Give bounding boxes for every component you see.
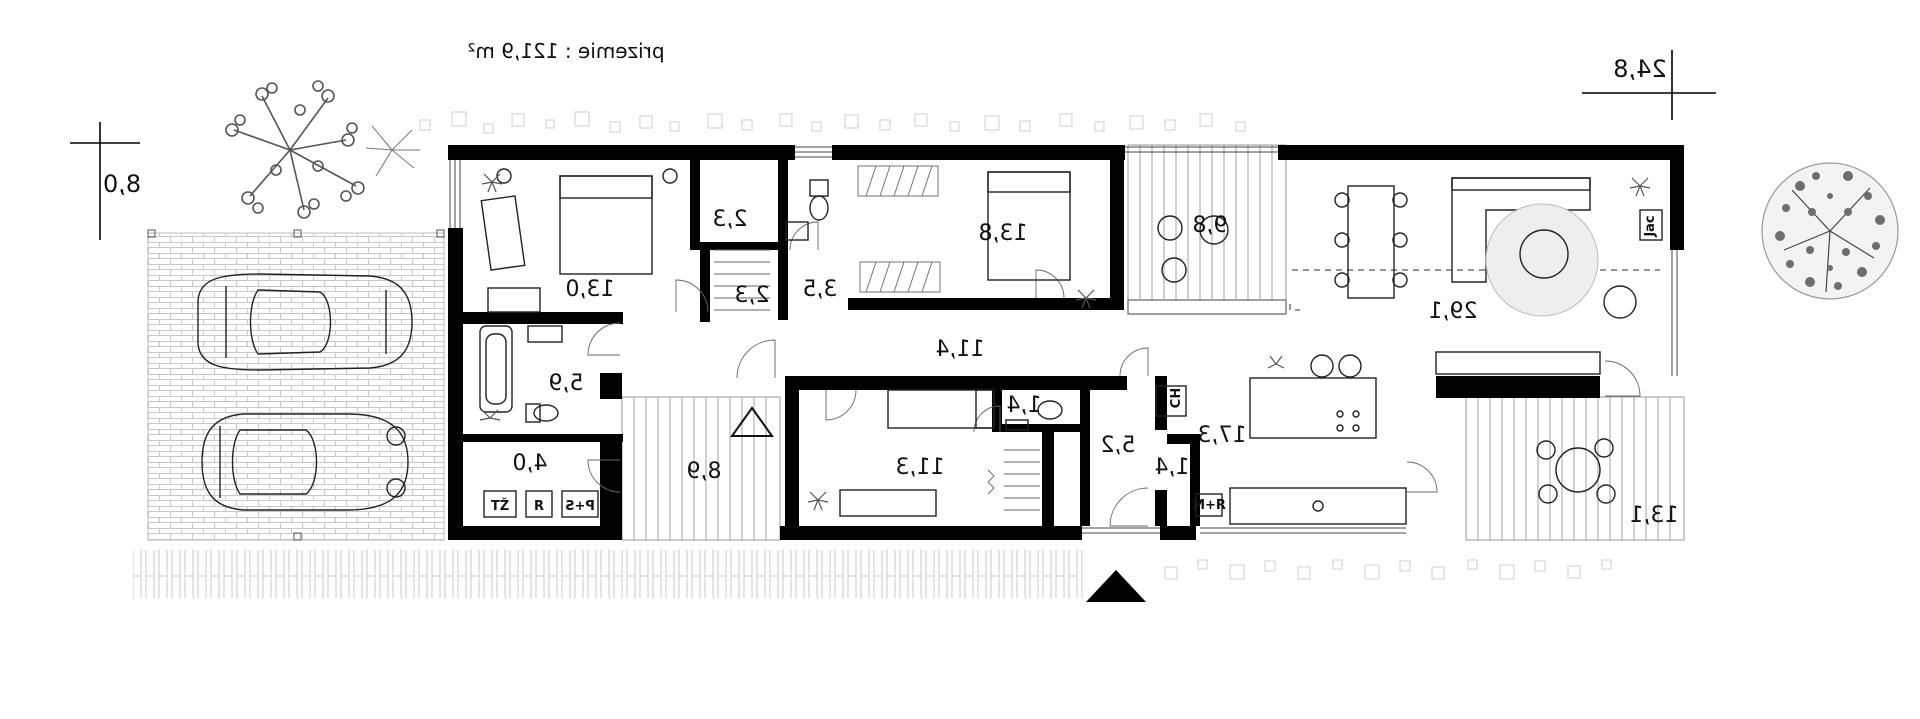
terrace-glazing-line [1289, 304, 1300, 311]
dining-chairs [1334, 192, 1408, 288]
terrace-deck-top [1127, 144, 1287, 315]
room-area-bath-top: 3,5 [803, 277, 838, 302]
room-area-bedroom-1: 13,0 [566, 277, 615, 302]
r-box [525, 490, 553, 518]
tz-box [483, 490, 517, 518]
mr-cabinet [1195, 493, 1223, 517]
lamp-icon [496, 168, 512, 184]
dimension-marker-depth [70, 122, 140, 240]
room-area-terrace-top: 9,8 [1193, 213, 1228, 238]
wardrobe-bedroom-2 [857, 165, 941, 293]
room-area-wc-top: 2,3 [713, 207, 748, 232]
kitchen-tall-unit [1435, 351, 1601, 375]
living-rug [1485, 203, 1599, 317]
room-area-bedroom-2: 13,8 [979, 221, 1028, 246]
radiator-bedroom-3 [987, 469, 995, 495]
bed-bedroom-3 [887, 389, 995, 429]
driveway-post [436, 229, 445, 238]
plan-title: prizemie : 121,9 m² [467, 39, 664, 63]
lamp-icon [662, 168, 678, 184]
room-area-living: 29,1 [1429, 299, 1478, 324]
room-area-storage-top: 2,3 [735, 283, 770, 308]
dimension-marker-width [1582, 50, 1716, 120]
car-bottom [201, 413, 409, 511]
room-area-terrace-bottom-left: 8,9 [687, 459, 722, 484]
toilet-top [809, 179, 829, 221]
paved-driveway [147, 232, 445, 541]
terrace-table [1536, 438, 1616, 504]
ch-cabinet [1155, 385, 1187, 417]
room-area-bedroom-3: 11,3 [896, 455, 945, 480]
room-area-utility: 4,0 [513, 451, 548, 476]
rug-bedroom-1 [480, 195, 526, 271]
stairs-hall [1004, 449, 1040, 511]
sofa [1451, 177, 1591, 283]
terrace-deck-bottom-left [621, 396, 781, 541]
dimension-width-label: 24,8 [1613, 55, 1666, 83]
windows [449, 146, 1678, 534]
tree-right [1761, 162, 1899, 300]
gravel-border-bottom [1164, 559, 1612, 580]
stairs-storage [714, 249, 770, 311]
ch-label: CH [1169, 388, 1184, 408]
driveway-post [293, 532, 302, 541]
desk-bedroom-1 [487, 287, 541, 313]
kitchen-island [1249, 377, 1377, 439]
cooktop-icon [1336, 410, 1360, 432]
kitchen-sink-icon [1312, 500, 1324, 512]
walls [448, 145, 1684, 540]
car-top [197, 273, 413, 371]
terrace-top-furniture [1157, 215, 1229, 283]
room-area-corridor: 11,4 [936, 337, 985, 362]
driveway-post [293, 229, 302, 238]
ps-label: P+S [565, 499, 595, 514]
front-fence [133, 550, 1083, 598]
room-area-kitchen: 17,3 [1198, 423, 1247, 448]
room-area-hall: 5,2 [1101, 433, 1136, 458]
jac-label: Jac [1643, 215, 1658, 237]
plant-icon [479, 173, 1651, 511]
room-area-wc-bottom: 1,4 [1007, 393, 1042, 418]
tree-left [225, 80, 365, 219]
desk-bedroom-3 [839, 489, 937, 517]
entrance-arrow-icon [1086, 570, 1146, 602]
sink-top [785, 221, 809, 241]
room-area-terrace-bottom-right: 13,1 [1630, 503, 1679, 528]
room-area-pantry: 1,4 [1155, 455, 1190, 480]
ps-box [561, 490, 599, 518]
gravel-border-top [419, 111, 1246, 134]
kitchen-counter [1229, 487, 1407, 525]
tz-label: TŽ [491, 498, 509, 514]
dimension-depth-label: 8,0 [103, 170, 141, 198]
door-swings [587, 221, 1641, 527]
wc-bottom-fixtures [1005, 400, 1063, 431]
bed-bedroom-1 [559, 175, 653, 275]
bed-bedroom-2 [987, 171, 1071, 281]
coffee-table [1519, 229, 1569, 279]
r-label: R [534, 499, 544, 514]
driveway-post [147, 229, 156, 238]
mr-label: M+R [1192, 498, 1226, 513]
toilet-bath [525, 403, 559, 423]
bathroom-sink [527, 325, 563, 343]
terrace-deck-bottom-right [1465, 396, 1685, 541]
jac-box [1639, 209, 1663, 241]
armchair [1603, 285, 1637, 319]
terrace-entrance-arrow-icon [730, 406, 774, 437]
shrub-left [365, 125, 420, 177]
room-area-bathroom: 5,9 [549, 371, 584, 396]
bar-stools [1310, 354, 1362, 378]
